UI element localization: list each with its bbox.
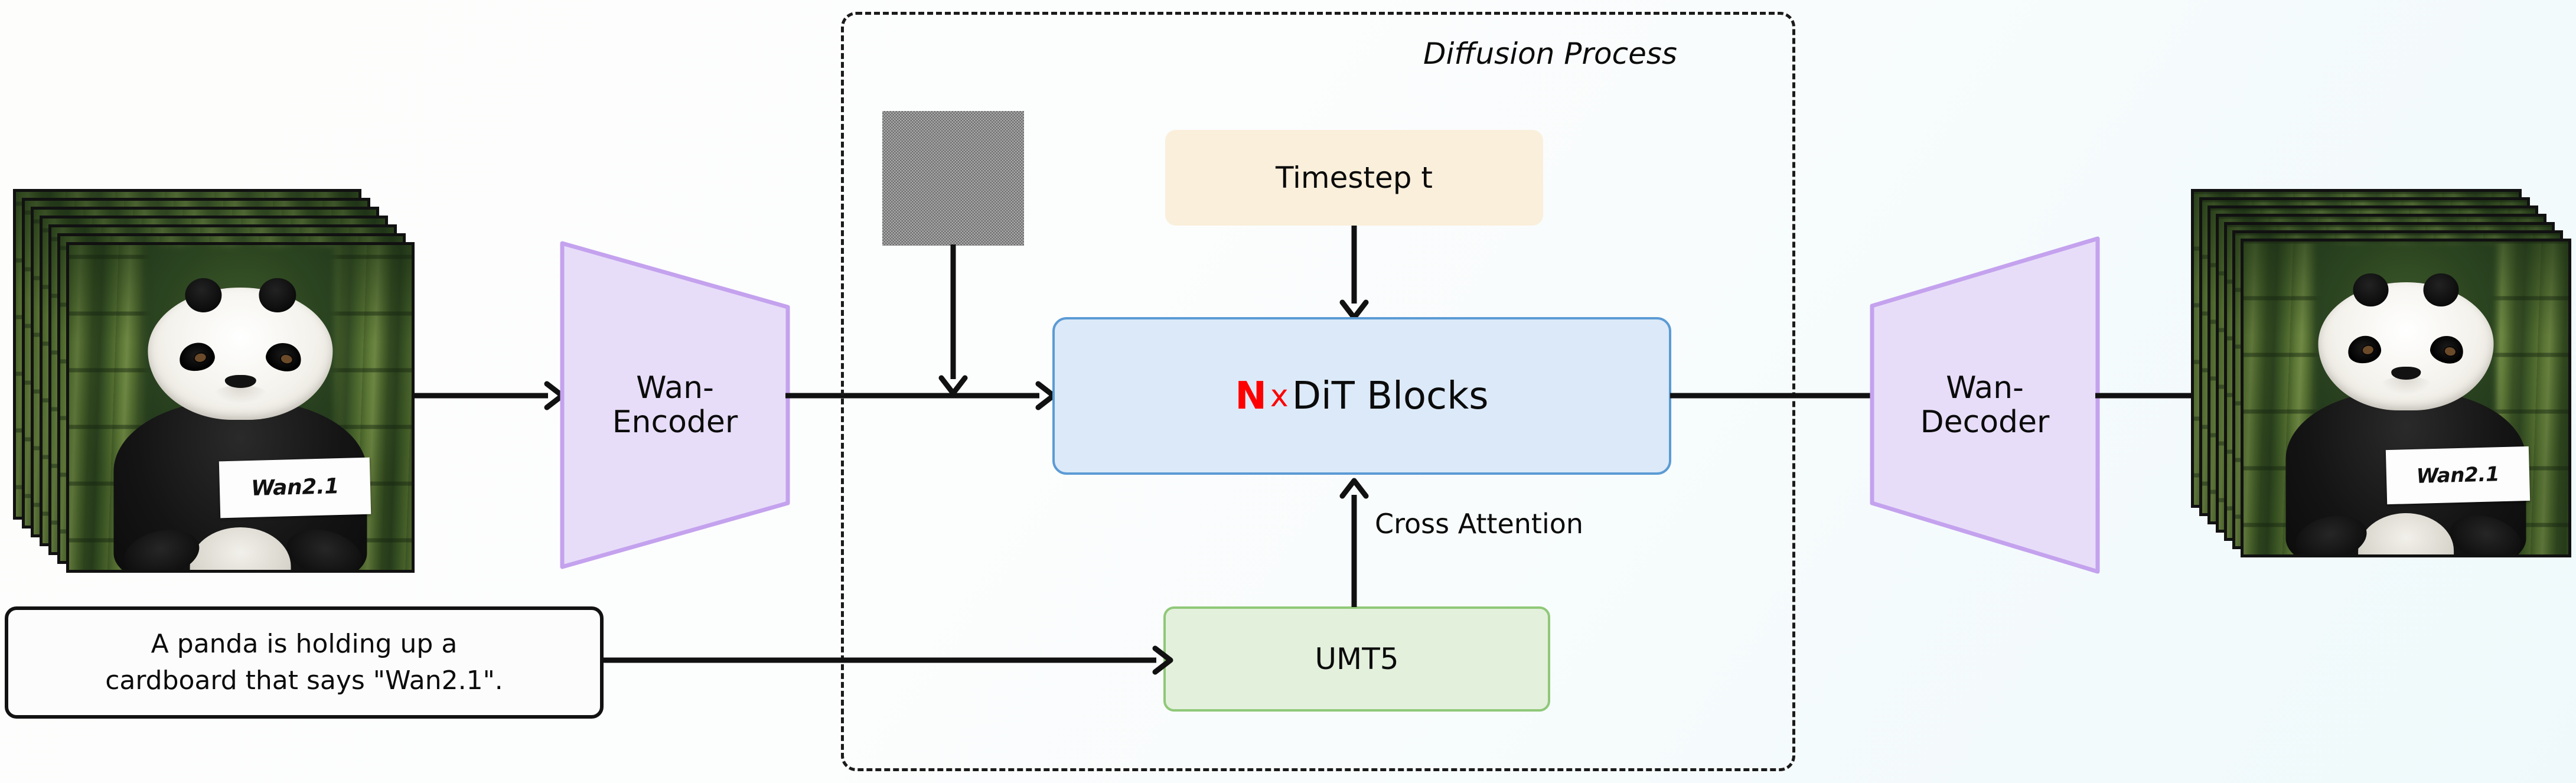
cardboard-sign: Wan2.1 bbox=[219, 458, 371, 518]
dit-multiply-sign: x bbox=[1270, 378, 1289, 414]
panda-illustration: Wan2.1 bbox=[2244, 273, 2568, 554]
umt5-text-encoder-block[interactable]: UMT5 bbox=[1163, 606, 1550, 712]
umt5-label: UMT5 bbox=[1315, 642, 1399, 676]
gaussian-noise-patch bbox=[882, 111, 1024, 246]
video-frame-front: Wan2.1 bbox=[2241, 239, 2571, 557]
text-prompt-line2: cardboard that says "Wan2.1". bbox=[105, 665, 503, 696]
dit-blocks-block[interactable]: N x DiT Blocks bbox=[1052, 317, 1671, 475]
cardboard-sign: Wan2.1 bbox=[2385, 446, 2531, 505]
dit-blocks-label: DiT Blocks bbox=[1292, 374, 1489, 418]
text-prompt-box[interactable]: A panda is holding up a cardboard that s… bbox=[5, 606, 604, 719]
diffusion-process-label: Diffusion Process bbox=[1423, 37, 1677, 71]
wan-decoder-block[interactable]: Wan- Decoder bbox=[1870, 236, 2100, 574]
timestep-block[interactable]: Timestep t bbox=[1165, 130, 1543, 226]
cross-attention-label: Cross Attention bbox=[1375, 508, 1584, 540]
arrow-noise-to-latent bbox=[938, 244, 968, 396]
panda-illustration: Wan2.1 bbox=[69, 278, 412, 570]
arrow-prompt-to-umt5 bbox=[602, 645, 1173, 675]
diffusion-process-region bbox=[841, 12, 1795, 771]
output-video-frames: Wan2.1 bbox=[2191, 189, 2576, 579]
cardboard-sign-text: Wan2.1 bbox=[2416, 462, 2500, 489]
video-frame-front: Wan2.1 bbox=[66, 242, 415, 573]
wan-encoder-block[interactable]: Wan- Encoder bbox=[560, 241, 790, 569]
input-video-frames: Wan2.1 bbox=[13, 189, 426, 579]
arrow-umt5-to-dit-cross-attention bbox=[1339, 478, 1369, 607]
dit-n-multiplier: N bbox=[1235, 374, 1267, 418]
arrow-timestep-to-dit bbox=[1339, 226, 1369, 321]
cardboard-sign-text: Wan2.1 bbox=[250, 474, 340, 501]
text-prompt-line1: A panda is holding up a bbox=[151, 628, 458, 659]
arrow-input-to-encoder bbox=[413, 381, 565, 410]
timestep-label: Timestep t bbox=[1275, 161, 1433, 195]
